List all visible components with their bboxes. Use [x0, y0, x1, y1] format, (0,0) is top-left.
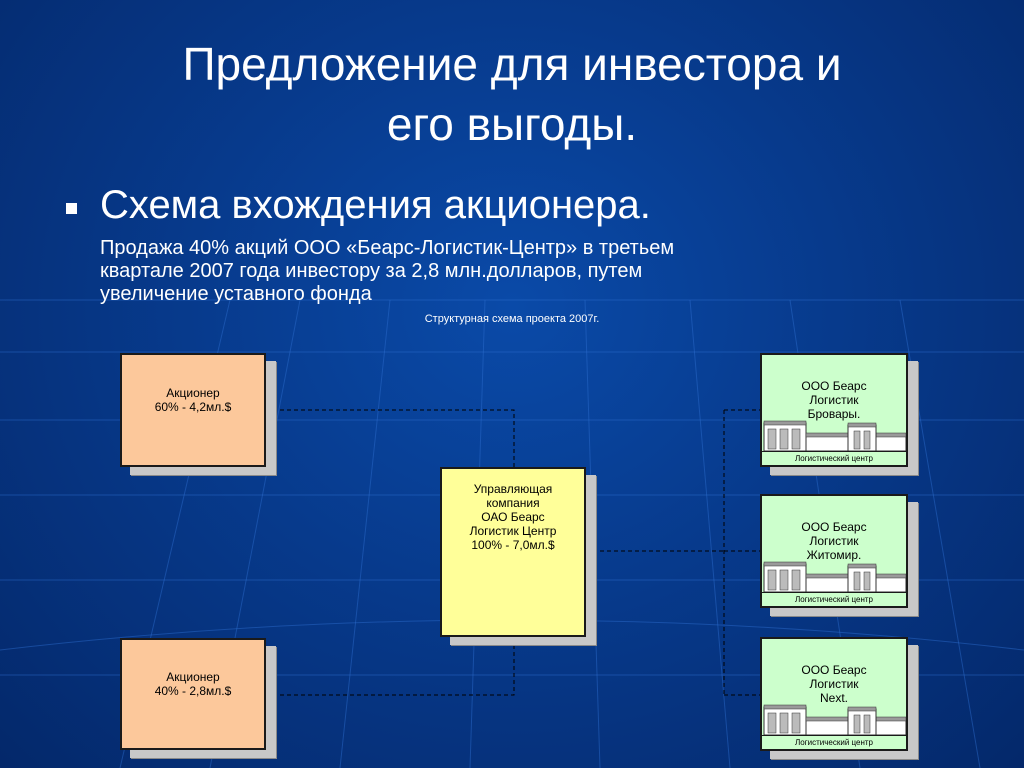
title-line-2: его выгоды.: [386, 98, 638, 150]
management-company-box: Управляющая компания ОАО Беарс Логистик …: [440, 467, 586, 637]
slide-title: Предложение для инвестора и его выгоды.: [0, 34, 1024, 154]
shareholder-box-2: Акционер 40% - 2,8мл.$: [120, 638, 266, 750]
shareholder-2-title: Акционер: [166, 670, 220, 684]
bullet-square-icon: [66, 203, 77, 214]
center-2-label: Логистический центр: [762, 592, 906, 606]
logistics-center-box-3: ООО Беарс Логистик Next. Логистический ц…: [760, 637, 908, 751]
warehouse-building-icon: [763, 704, 906, 735]
management-line-5: 100% - 7,0мл.$: [471, 538, 555, 552]
logistics-center-box-1: ООО Беарс Логистик Бровары. Логистически…: [760, 353, 908, 467]
center-1-line-3: Бровары.: [807, 407, 861, 421]
shareholder-2-share: 40% - 2,8мл.$: [154, 684, 232, 698]
center-1-line-1: ООО Беарс: [801, 379, 867, 393]
warehouse-building-icon: [763, 561, 906, 592]
center-2-line-3: Житомир.: [806, 548, 862, 562]
shareholder-box-1: Акционер 60% - 4,2мл.$: [120, 353, 266, 467]
logistics-center-box-2: ООО Беарс Логистик Житомир. Логистически…: [760, 494, 908, 608]
center-1-label: Логистический центр: [762, 451, 906, 465]
title-line-1: Предложение для инвестора и: [182, 38, 842, 90]
description-paragraph: Продажа 40% акций ООО «Беарс-Логистик-Це…: [100, 237, 900, 306]
center-1-line-2: Логистик: [809, 393, 859, 407]
shareholder-1-share: 60% - 4,2мл.$: [154, 400, 232, 414]
center-2-line-2: Логистик: [809, 534, 859, 548]
management-line-2: компания: [486, 496, 540, 510]
description-line-3: увеличение уставного фонда: [100, 283, 372, 305]
center-2-line-1: ООО Беарс: [801, 520, 867, 534]
management-line-1: Управляющая: [473, 482, 553, 496]
management-line-3: ОАО Беарс: [481, 510, 545, 524]
shareholder-1-title: Акционер: [166, 386, 220, 400]
description-line-1: Продажа 40% акций ООО «Беарс-Логистик-Це…: [100, 237, 675, 259]
description-line-2: квартале 2007 года инвестору за 2,8 млн.…: [100, 260, 643, 282]
center-3-line-1: ООО Беарс: [801, 663, 867, 677]
slide-heading: Схема вхождения акционера.: [100, 183, 651, 227]
center-3-label: Логистический центр: [762, 735, 906, 749]
management-line-4: Логистик Центр: [469, 524, 557, 538]
warehouse-building-icon: [763, 420, 906, 451]
diagram-caption: Структурная схема проекта 2007г.: [424, 313, 600, 325]
center-3-line-3: Next.: [819, 691, 848, 705]
center-3-line-2: Логистик: [809, 677, 859, 691]
